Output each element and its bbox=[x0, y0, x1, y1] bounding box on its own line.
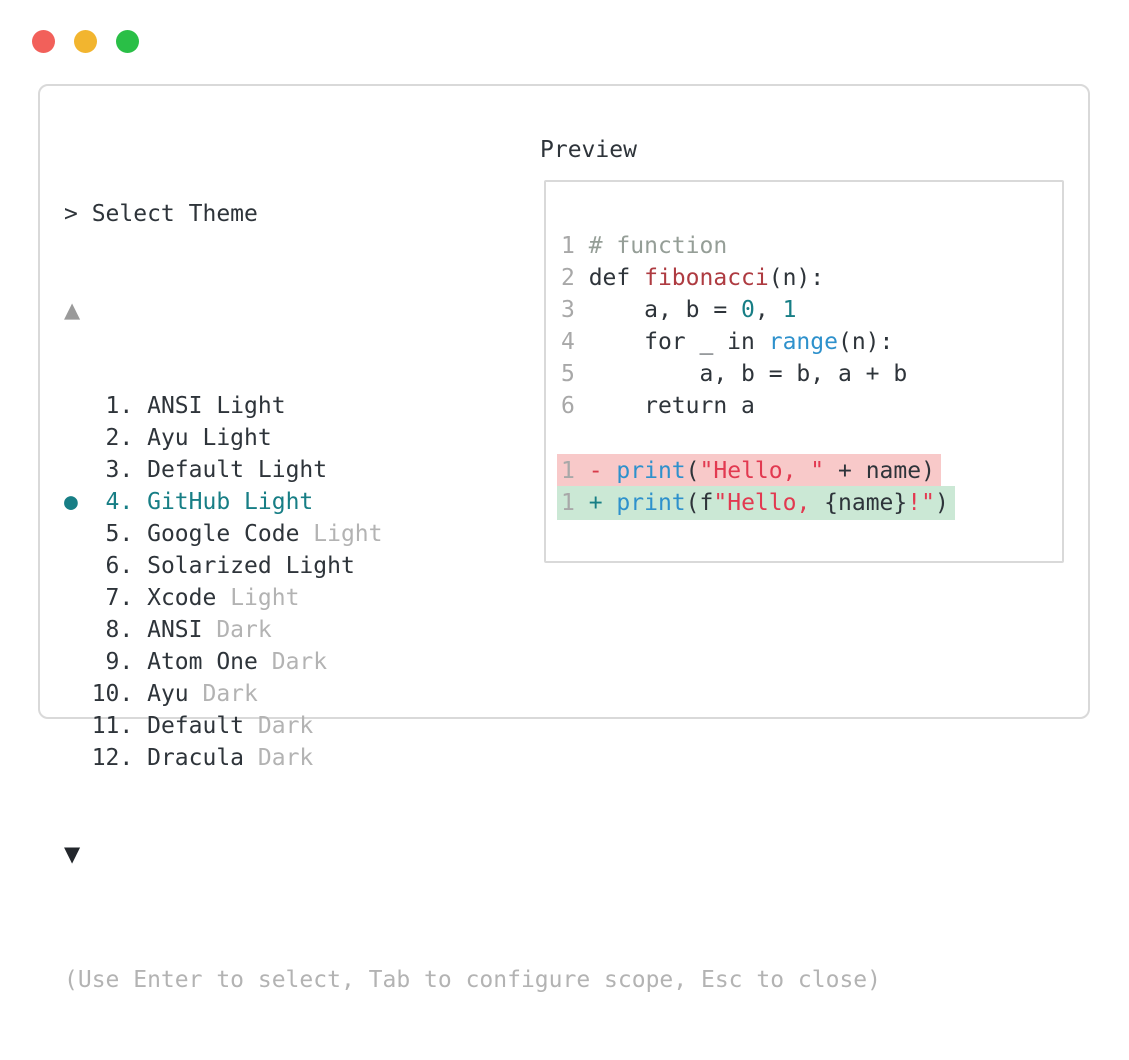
theme-list-item-10[interactable]: 10. Ayu Dark bbox=[64, 678, 881, 710]
bullet-placeholder bbox=[64, 745, 92, 771]
theme-list-item-12[interactable]: 12. Dracula Dark bbox=[64, 742, 881, 774]
scroll-down-icon: ▼ bbox=[64, 842, 81, 866]
theme-list-item-5[interactable]: 5. Google Code Light bbox=[64, 518, 881, 550]
bullet-placeholder bbox=[64, 393, 92, 419]
theme-list-item-11[interactable]: 11. Default Dark bbox=[64, 710, 881, 742]
scroll-up-icon: ▲ bbox=[64, 298, 81, 322]
bullet-placeholder bbox=[64, 457, 92, 483]
code-line: 3 a, b = 0, 1 bbox=[561, 297, 797, 323]
theme-list-item-1[interactable]: 1. ANSI Light bbox=[64, 390, 881, 422]
code-block: 1 # function 2 def fibonacci(n): 3 a, b = … bbox=[557, 230, 1062, 520]
theme-list-item-7[interactable]: 7. Xcode Light bbox=[64, 582, 881, 614]
theme-list-item-6[interactable]: 6. Solarized Light bbox=[64, 550, 881, 582]
diff-line-add: 1 + print(f"Hello, {name}!") bbox=[557, 486, 1062, 520]
preview-code-box: 1 # function 2 def fibonacci(n): 3 a, b = … bbox=[544, 180, 1064, 563]
window-controls bbox=[32, 30, 139, 53]
diff-highlight: 1 + print(f"Hello, {name}!") bbox=[557, 486, 955, 520]
bullet-placeholder bbox=[64, 617, 92, 643]
scroll-down-control[interactable]: ▼ bbox=[64, 838, 881, 870]
zoom-button[interactable] bbox=[116, 30, 139, 53]
diff-highlight: 1 - print("Hello, " + name) bbox=[557, 454, 941, 488]
theme-list-item-8[interactable]: 8. ANSI Dark bbox=[64, 614, 881, 646]
bullet-placeholder bbox=[64, 521, 92, 547]
theme-list-item-9[interactable]: 9. Atom One Dark bbox=[64, 646, 881, 678]
close-button[interactable] bbox=[32, 30, 55, 53]
preview-column: Preview 1 # function 2 def fibonacci(n): 3… bbox=[540, 134, 1064, 563]
selected-bullet-icon: ● bbox=[64, 489, 92, 515]
diff-line-del: 1 - print("Hello, " + name) bbox=[557, 454, 1062, 488]
code-line: 4 for _ in range(n): bbox=[561, 329, 894, 355]
code-line: 6 return a bbox=[561, 393, 755, 419]
bullet-placeholder bbox=[64, 681, 92, 707]
minimize-button[interactable] bbox=[74, 30, 97, 53]
bullet-placeholder bbox=[64, 713, 92, 739]
bullet-placeholder bbox=[64, 425, 92, 451]
bullet-placeholder bbox=[64, 585, 92, 611]
preview-label: Preview bbox=[540, 137, 637, 163]
prompt: > Select Theme bbox=[64, 201, 258, 227]
code-line: 1 # function bbox=[561, 233, 728, 259]
scroll-up-control[interactable]: ▲ bbox=[64, 294, 881, 326]
bullet-placeholder bbox=[64, 553, 92, 579]
code-line: 5 a, b = b, a + b bbox=[561, 361, 908, 387]
bullet-placeholder bbox=[64, 649, 92, 675]
theme-list-item-4[interactable]: ● 4. GitHub Light bbox=[64, 489, 314, 515]
code-line: 2 def fibonacci(n): bbox=[561, 265, 825, 291]
theme-list-item-2[interactable]: 2. Ayu Light bbox=[64, 422, 881, 454]
keyboard-hint: (Use Enter to select, Tab to configure s… bbox=[64, 967, 881, 993]
code-line bbox=[561, 422, 1062, 454]
theme-list-item-3[interactable]: 3. Default Light bbox=[64, 454, 881, 486]
theme-picker-panel: > Select Theme ▲ 1. ANSI Light 2. Ayu Li… bbox=[38, 84, 1090, 993]
